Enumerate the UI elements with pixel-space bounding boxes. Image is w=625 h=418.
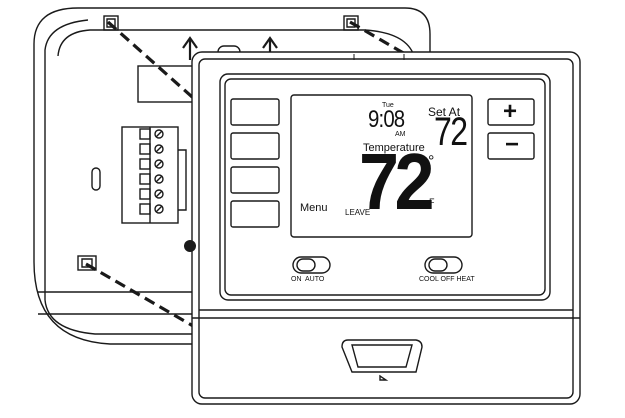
mounting-tab-icon <box>77 255 97 271</box>
menu-label: Menu <box>300 202 328 214</box>
up-arrow-icon <box>182 36 198 60</box>
mounting-tab-icon <box>103 15 119 31</box>
current-temperature: 72 <box>359 137 435 226</box>
screw-terminal-icon <box>139 143 164 155</box>
system-switch[interactable] <box>424 256 463 274</box>
temperature-unit: F <box>429 197 435 207</box>
screw-terminal-icon <box>139 128 164 140</box>
mounting-hole-icon <box>91 167 101 191</box>
wall-plate-outline <box>33 7 431 345</box>
down-button[interactable] <box>487 132 535 160</box>
battery-door-latch[interactable] <box>341 339 423 381</box>
day-label: Tue <box>382 102 394 109</box>
clock-time: 9:08 <box>368 106 405 133</box>
plus-icon: + <box>503 98 518 125</box>
degree-symbol: ° <box>428 153 435 170</box>
left-button-2[interactable] <box>230 132 280 160</box>
set-at-label: Set At <box>428 105 461 119</box>
fan-switch-label: ON AUTO <box>291 276 325 283</box>
mounting-pin <box>184 240 196 252</box>
left-button-3[interactable] <box>230 166 280 194</box>
setpoint-value: 72 <box>434 110 468 154</box>
screw-terminal-icon <box>139 173 164 185</box>
up-button[interactable] <box>487 98 535 126</box>
fan-switch[interactable] <box>292 256 331 274</box>
lcd-screen <box>290 94 473 238</box>
am-pm-indicator: AM <box>395 131 406 138</box>
leave-label: LEAVE <box>345 208 371 217</box>
temperature-label: Temperature <box>363 142 425 154</box>
mounting-tab-icon <box>346 18 356 28</box>
minus-icon: − <box>505 131 520 158</box>
terminal-block <box>121 126 187 224</box>
screw-terminal-icon <box>139 188 164 200</box>
screw-terminal-icon <box>139 203 164 215</box>
left-button-1[interactable] <box>230 98 280 126</box>
wall-plate-inner-outline <box>44 19 416 335</box>
system-switch-label: COOL OFF HEAT <box>419 276 475 283</box>
mounting-tab-icon <box>343 15 359 31</box>
screw-terminal-icon <box>139 158 164 170</box>
left-button-4[interactable] <box>230 200 280 228</box>
